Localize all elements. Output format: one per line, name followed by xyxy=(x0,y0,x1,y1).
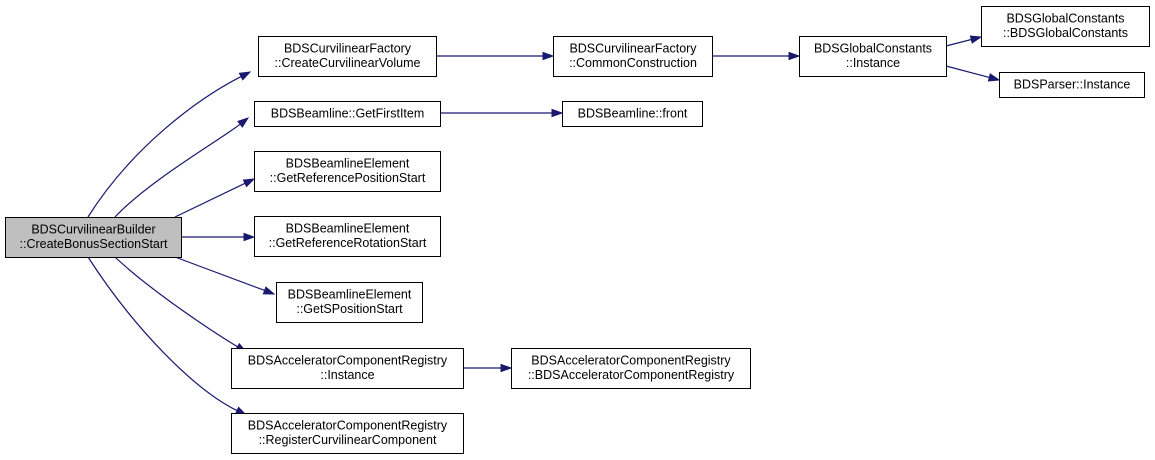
edge-acr_instance-to-acr_ctor xyxy=(463,363,513,373)
edge-gc_instance-to-parser_instance xyxy=(945,65,1001,82)
arrowhead-icon xyxy=(551,108,564,118)
node-box xyxy=(5,217,182,258)
node-label-line: ::CommonConstruction xyxy=(569,56,697,70)
node-parser-instance[interactable]: BDSParser::Instance xyxy=(999,72,1145,98)
node-box xyxy=(276,282,423,323)
edge-cf_create_volume-to-cf_common_construction xyxy=(436,51,555,61)
node-label-line: BDSAcceleratorComponentRegistry xyxy=(248,354,448,368)
node-label-line: BDSCurvilinearFactory xyxy=(569,42,697,56)
node-box xyxy=(231,348,464,389)
node-bl-first-item[interactable]: BDSBeamline::GetFirstItem xyxy=(254,101,441,127)
edge-line xyxy=(87,76,242,218)
node-label-line: BDSBeamline::front xyxy=(578,106,688,120)
node-bl-front[interactable]: BDSBeamline::front xyxy=(562,101,703,127)
node-box xyxy=(562,101,703,127)
edge-line xyxy=(114,123,241,218)
node-box xyxy=(981,6,1150,47)
node-box xyxy=(999,72,1145,98)
arrowhead-icon xyxy=(242,178,256,188)
edge-root-to-bl_first_item xyxy=(114,117,250,218)
edge-root-to-ble_ref_rot_start xyxy=(181,232,256,242)
node-box xyxy=(254,101,441,127)
edge-root-to-acr_instance xyxy=(114,256,248,353)
nodes-layer: BDSCurvilinearBuilder::CreateBonusSectio… xyxy=(5,6,1150,454)
edge-line xyxy=(114,256,238,348)
edge-root-to-acr_register xyxy=(87,256,248,416)
node-gc-ctor[interactable]: BDSGlobalConstants::BDSGlobalConstants xyxy=(981,6,1150,47)
node-ble-ref-pos-start[interactable]: BDSBeamlineElement::GetReferencePosition… xyxy=(254,151,441,192)
node-box xyxy=(231,413,464,454)
arrowhead-icon xyxy=(243,232,256,242)
edge-line xyxy=(945,38,972,47)
node-label-line: BDSBeamlineElement xyxy=(286,157,410,171)
node-label-line: ::RegisterCurvilinearComponent xyxy=(259,433,437,447)
node-label-line: ::CreateBonusSectionStart xyxy=(20,237,169,251)
edge-root-to-ble_ref_pos_start xyxy=(174,178,256,218)
node-cf-common-construction[interactable]: BDSCurvilinearFactory::CommonConstructio… xyxy=(553,36,713,77)
node-label-line: ::Instance xyxy=(846,56,900,70)
node-box xyxy=(254,216,441,257)
node-acr-register[interactable]: BDSAcceleratorComponentRegistry::Registe… xyxy=(231,413,464,454)
edge-cf_common_construction-to-gc_instance xyxy=(712,51,801,61)
node-label-line: BDSGlobalConstants xyxy=(1006,12,1124,26)
node-label-line: BDSAcceleratorComponentRegistry xyxy=(531,354,731,368)
node-box xyxy=(553,36,713,77)
node-box xyxy=(799,36,947,77)
node-label-line: BDSBeamlineElement xyxy=(288,288,412,302)
node-label-line: BDSParser::Instance xyxy=(1014,77,1131,91)
node-acr-instance[interactable]: BDSAcceleratorComponentRegistry::Instanc… xyxy=(231,348,464,389)
node-label-line: ::GetReferenceRotationStart xyxy=(269,236,427,250)
arrowhead-icon xyxy=(262,286,276,295)
node-label-line: BDSBeamlineElement xyxy=(286,222,410,236)
node-label-line: BDSGlobalConstants xyxy=(814,42,932,56)
edges-layer xyxy=(87,35,1001,416)
node-label-line: ::BDSGlobalConstants xyxy=(1003,26,1128,40)
arrowhead-icon xyxy=(987,73,1001,82)
node-box xyxy=(254,151,441,192)
node-label-line: ::BDSAcceleratorComponentRegistry xyxy=(528,368,735,382)
node-label-line: BDSCurvilinearBuilder xyxy=(31,223,155,237)
arrowhead-icon xyxy=(542,51,555,61)
arrowhead-icon xyxy=(237,117,250,128)
node-label-line: ::Instance xyxy=(320,368,374,382)
node-ble-ref-rot-start[interactable]: BDSBeamlineElement::GetReferenceRotation… xyxy=(254,216,441,257)
node-label-line: BDSAcceleratorComponentRegistry xyxy=(248,419,448,433)
node-cf-create-volume[interactable]: BDSCurvilinearFactory::CreateCurvilinear… xyxy=(258,36,437,77)
arrowhead-icon xyxy=(238,71,252,81)
node-label-line: BDSBeamline::GetFirstItem xyxy=(271,106,425,120)
edge-line xyxy=(174,182,246,218)
edge-bl_first_item-to-bl_front xyxy=(440,108,564,118)
edge-gc_instance-to-gc_ctor xyxy=(945,35,983,47)
edge-line xyxy=(945,65,990,79)
node-label-line: BDSCurvilinearFactory xyxy=(284,42,412,56)
node-box xyxy=(258,36,437,77)
edge-line xyxy=(174,256,265,292)
node-root[interactable]: BDSCurvilinearBuilder::CreateBonusSectio… xyxy=(5,217,182,258)
node-box xyxy=(511,348,751,389)
arrowhead-icon xyxy=(788,51,801,61)
node-label-line: ::CreateCurvilinearVolume xyxy=(275,56,421,70)
arrowhead-icon xyxy=(969,35,983,44)
node-label-line: ::GetSPositionStart xyxy=(296,302,403,316)
edge-root-to-ble_s_pos_start xyxy=(174,256,276,295)
node-ble-s-pos-start[interactable]: BDSBeamlineElement::GetSPositionStart xyxy=(276,282,423,323)
node-label-line: ::GetReferencePositionStart xyxy=(270,171,426,185)
node-acr-ctor[interactable]: BDSAcceleratorComponentRegistry::BDSAcce… xyxy=(511,348,751,389)
node-gc-instance[interactable]: BDSGlobalConstants::Instance xyxy=(799,36,947,77)
edge-root-to-cf_create_volume xyxy=(87,71,252,218)
edge-line xyxy=(87,256,238,412)
arrowhead-icon xyxy=(500,363,513,373)
